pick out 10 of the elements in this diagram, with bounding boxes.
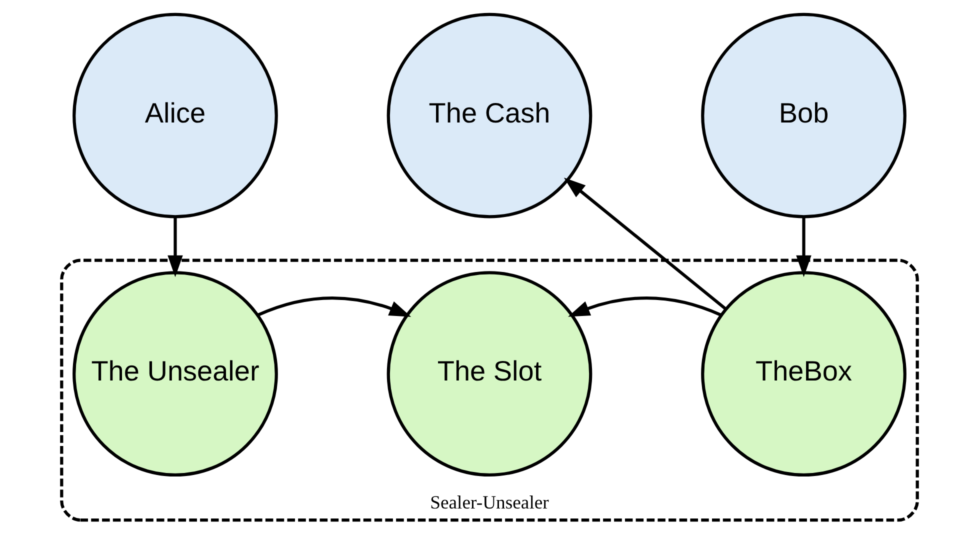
node-circle: Alice — [72, 12, 278, 218]
node-circle: The Cash — [386, 12, 592, 218]
node-circle: The Unsealer — [72, 271, 278, 477]
arrow — [796, 217, 811, 278]
node-circle: Bob — [700, 12, 906, 218]
node-circle: TheBox — [700, 271, 906, 477]
arrow — [257, 296, 411, 317]
arrow — [563, 178, 726, 310]
arrow — [568, 296, 722, 317]
arrow — [167, 217, 182, 278]
